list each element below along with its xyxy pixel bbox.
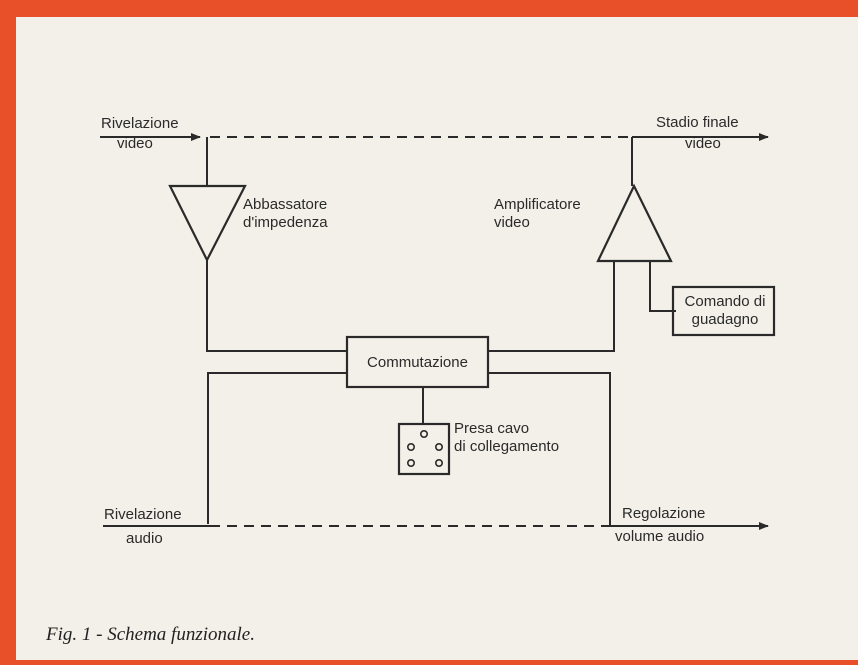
impedance-reducer-triangle — [168, 184, 247, 263]
final-stage-label: Stadio finale video — [656, 114, 739, 153]
label-line: video — [494, 214, 530, 231]
label-line: audio — [126, 530, 163, 547]
label-line: volume audio — [615, 528, 705, 545]
label-line: Amplificatore — [494, 196, 581, 213]
label-line: Stadio finale — [656, 114, 739, 131]
socket-pin — [434, 458, 443, 467]
label-line: Regolazione — [622, 505, 706, 522]
video-amplifier-triangle — [596, 183, 673, 263]
switch-to-audio-output-wire — [488, 372, 611, 526]
video-detection-label: Rivelazione video — [101, 115, 179, 153]
figure-caption: Fig. 1 - Schema funzionale. — [46, 624, 255, 645]
label-line: di collegamento — [454, 438, 560, 455]
audio-detection-label: Rivelazione audio — [104, 506, 182, 548]
connector-socket — [397, 422, 451, 476]
switch-box — [345, 335, 490, 389]
socket-pin — [434, 442, 443, 451]
impedance-reducer-label: Abbassatore d'impedenza — [243, 196, 328, 232]
connector-socket-label: Presa cavo di collegamento — [454, 420, 559, 456]
label-line: Rivelazione — [104, 506, 182, 523]
label-line: d'impedenza — [243, 214, 328, 231]
switch-label: Commutazione — [367, 354, 468, 371]
label-line: Presa cavo — [454, 420, 530, 437]
gain-control-box — [671, 285, 776, 337]
label-line: guadagno — [691, 311, 759, 328]
gain-control-wire — [649, 261, 676, 312]
label-line: Comando di — [684, 293, 766, 310]
socket-pin — [406, 458, 415, 467]
video-amplifier-label: Amplificatore video — [494, 196, 581, 232]
label-line: Abbassatore — [243, 196, 328, 213]
buffer-to-switch-wire — [206, 260, 347, 352]
audio-volume-label: Regolazione volume audio — [615, 505, 706, 546]
switch-to-audio-input-wire — [207, 372, 347, 524]
label-line: video — [117, 135, 153, 152]
gain-control-label: Comando di guadagno — [679, 293, 771, 329]
label-line: Rivelazione — [101, 115, 179, 132]
switch-to-amplifier-wire — [488, 261, 615, 352]
socket-pin — [406, 442, 415, 451]
label-line: video — [685, 135, 721, 152]
socket-pin — [419, 429, 428, 438]
